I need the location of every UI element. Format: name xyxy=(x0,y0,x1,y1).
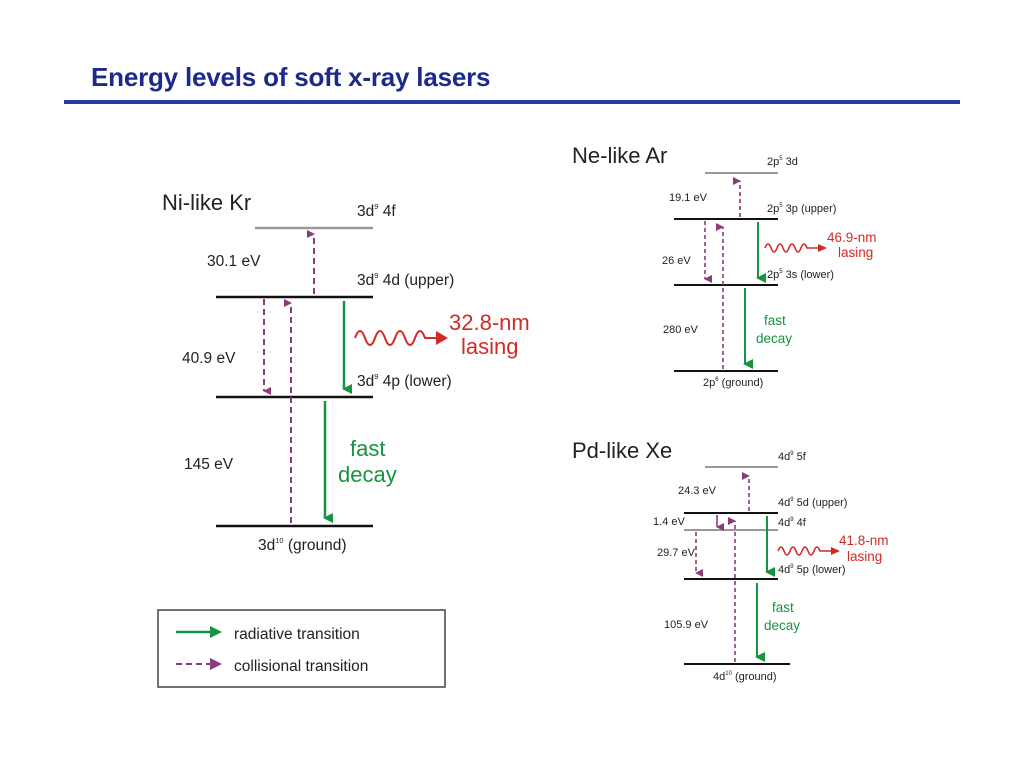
title-rule xyxy=(64,100,960,104)
xe-label-lower: 4d9 5p (lower) xyxy=(778,564,846,576)
kr-energy-2: 40.9 eV xyxy=(182,350,236,367)
kr-decay-label: fast xyxy=(350,436,385,461)
legend-radiative-arrowhead xyxy=(210,626,222,638)
ar-lasing-label: lasing xyxy=(838,245,873,260)
ar-diagram: Ne-like Ar 2p5 3d 2p5 3p (upper) 2p5 3s … xyxy=(572,143,877,389)
kr-label-4f: 3d9 4f xyxy=(357,202,396,220)
xe-label-4f: 4d9 4f xyxy=(778,517,807,529)
ar-energy-1: 19.1 eV xyxy=(669,192,708,204)
xe-decay-label: decay xyxy=(764,618,800,633)
xe-energy-2: 1.4 eV xyxy=(653,516,685,528)
ar-name: Ne-like Ar xyxy=(572,143,667,168)
kr-label-ground: 3d10 (ground) xyxy=(258,536,347,554)
slide-title: Energy levels of soft x-ray lasers xyxy=(91,62,491,92)
kr-decay-label: decay xyxy=(338,462,397,487)
xe-energy-3: 29.7 eV xyxy=(657,547,696,559)
legend-radiative-label: radiative transition xyxy=(234,626,360,643)
kr-lasing-wave xyxy=(354,330,438,346)
kr-energy-1: 30.1 eV xyxy=(207,253,261,270)
ar-lasing-label: 46.9-nm xyxy=(827,230,877,245)
kr-name: Ni-like Kr xyxy=(162,190,251,215)
legend-collisional-arrowhead xyxy=(210,658,222,670)
kr-lasing-label: 32.8-nm xyxy=(449,310,530,335)
xe-lasing-wave xyxy=(777,546,832,556)
kr-label-upper: 3d9 4d (upper) xyxy=(357,271,454,289)
ar-label-ground: 2p6 (ground) xyxy=(703,377,763,389)
ar-energy-3: 280 eV xyxy=(663,324,699,336)
legend-box xyxy=(157,609,446,688)
ar-lasing-wave xyxy=(764,243,819,253)
xe-label-upper: 4d9 5d (upper) xyxy=(778,497,847,509)
ar-decay-label: decay xyxy=(756,331,792,346)
xe-name: Pd-like Xe xyxy=(572,438,672,463)
ar-label-upper: 2p5 3p (upper) xyxy=(767,203,836,215)
ar-label-3d: 2p5 3d xyxy=(767,156,798,168)
ar-lasing-arrowhead xyxy=(818,244,827,252)
legend: radiative transition collisional transit… xyxy=(157,609,446,688)
xe-energy-4: 105.9 eV xyxy=(664,619,709,631)
xe-label-5f: 4d9 5f xyxy=(778,451,807,463)
xe-lasing-label: 41.8-nm xyxy=(839,533,889,548)
xe-lasing-label: lasing xyxy=(847,549,882,564)
kr-lasing-label: lasing xyxy=(461,334,518,359)
legend-collisional-label: collisional transition xyxy=(234,658,368,675)
kr-lasing-arrowhead xyxy=(436,331,448,345)
ar-energy-2: 26 eV xyxy=(662,255,691,267)
kr-energy-3: 145 eV xyxy=(184,456,234,473)
xe-lasing-arrowhead xyxy=(831,547,840,555)
xe-decay-label: fast xyxy=(772,600,794,615)
kr-diagram: Ni-like Kr 3d9 4f 3d9 4d (upper) 3d9 4p … xyxy=(162,190,530,554)
ar-decay-label: fast xyxy=(764,313,786,328)
kr-label-lower: 3d9 4p (lower) xyxy=(357,372,452,390)
xe-energy-1: 24.3 eV xyxy=(678,485,717,497)
xe-label-ground: 4d10 (ground) xyxy=(713,671,777,683)
xe-diagram: Pd-like Xe 4d9 5f 4d9 5d (upper) 4d9 4f … xyxy=(572,438,889,683)
ar-label-lower: 2p5 3s (lower) xyxy=(767,269,834,281)
